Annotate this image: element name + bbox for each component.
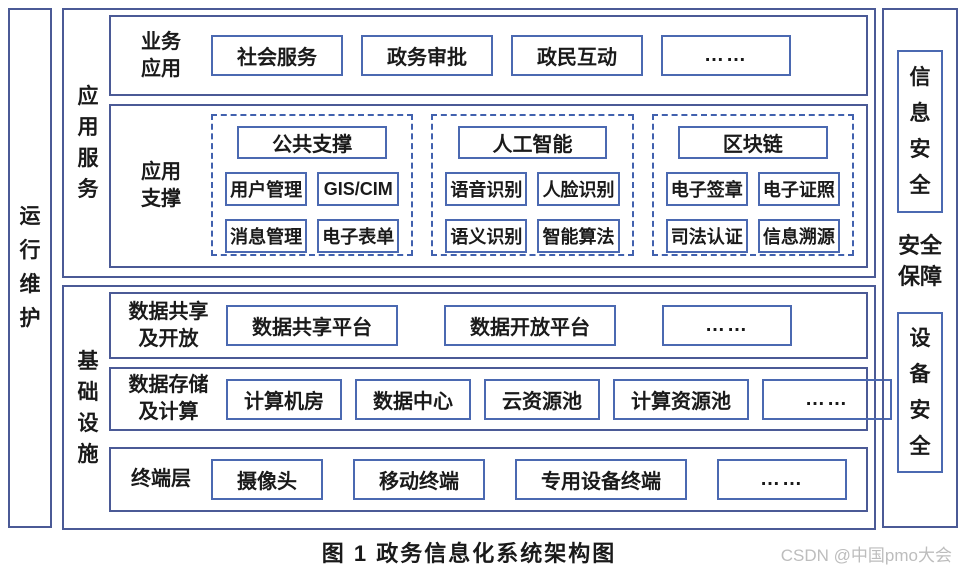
business-app-item: 政民互动 bbox=[511, 35, 643, 76]
device-security-label: 设备安全 bbox=[909, 326, 931, 458]
group-blockchain: 区块链 电子签章 电子证照 司法认证 信息溯源 bbox=[651, 114, 854, 256]
row-terminal-layer: 终端层 摄像头 移动终端 专用设备终端 …… bbox=[109, 447, 868, 512]
app-services-label-wrap: 应用服务 bbox=[66, 10, 110, 276]
group-ai: 人工智能 语音识别 人脸识别 语义识别 智能算法 bbox=[431, 114, 634, 256]
group-title: 公共支撑 bbox=[237, 126, 387, 159]
capability-item: 用户管理 bbox=[225, 172, 308, 206]
information-security-label: 信息安全 bbox=[909, 65, 931, 197]
group-grid: 用户管理 GIS/CIM 消息管理 电子表单 bbox=[221, 172, 403, 253]
data-sharing-label: 数据共享 及开放 bbox=[128, 300, 209, 350]
business-app-item: 社会服务 bbox=[211, 35, 343, 76]
app-services-label: 应用服务 bbox=[77, 85, 99, 201]
infra-item: 专用设备终端 bbox=[515, 459, 687, 500]
ellipsis-item: …… bbox=[661, 35, 791, 76]
row-data-storage: 数据存储 及计算 计算机房 数据中心 云资源池 计算资源池 …… bbox=[109, 367, 892, 431]
terminal-layer-label: 终端层 bbox=[131, 468, 191, 490]
capability-item: 电子表单 bbox=[317, 219, 400, 253]
capability-item: 智能算法 bbox=[537, 219, 620, 253]
app-support-groups: 公共支撑 用户管理 GIS/CIM 消息管理 电子表单 人工智能 语音识别 人脸… bbox=[211, 114, 854, 256]
infra-item: 移动终端 bbox=[353, 459, 485, 500]
infra-item: 摄像头 bbox=[211, 459, 323, 500]
app-support-label: 应用 支撑 bbox=[141, 161, 181, 210]
security-assurance-label: 安全 保障 bbox=[897, 233, 942, 289]
capability-item: GIS/CIM bbox=[317, 172, 400, 206]
business-apps-label: 业务 应用 bbox=[141, 30, 181, 80]
data-storage-items: 计算机房 数据中心 云资源池 计算资源池 …… bbox=[226, 378, 892, 420]
csdn-watermark: CSDN @中国pmo大会 bbox=[780, 546, 952, 565]
group-title: 区块链 bbox=[678, 126, 828, 159]
group-grid: 语音识别 人脸识别 语义识别 智能算法 bbox=[441, 172, 623, 253]
row-app-support: 应用 支撑 公共支撑 用户管理 GIS/CIM 消息管理 电子表单 人工智能 语… bbox=[109, 104, 868, 268]
capability-item: 司法认证 bbox=[665, 219, 748, 253]
infra-item: 计算机房 bbox=[226, 378, 342, 420]
security-assurance-bar: 信息安全 安全 保障 设备安全 bbox=[882, 8, 958, 528]
capability-item: 语音识别 bbox=[445, 172, 528, 206]
capability-item: 消息管理 bbox=[225, 219, 308, 253]
ops-maintenance-bar: 运行维护 bbox=[8, 8, 52, 528]
row-data-sharing: 数据共享 及开放 数据共享平台 数据开放平台 …… bbox=[109, 292, 868, 359]
group-grid: 电子签章 电子证照 司法认证 信息溯源 bbox=[662, 172, 844, 253]
capability-item: 语义识别 bbox=[445, 219, 528, 253]
infra-item: 数据开放平台 bbox=[444, 305, 616, 346]
business-app-item: 政务审批 bbox=[361, 35, 493, 76]
infra-item: 云资源池 bbox=[484, 378, 600, 420]
infra-item: 数据中心 bbox=[355, 378, 471, 420]
capability-item: 信息溯源 bbox=[757, 219, 840, 253]
infra-item: 数据共享平台 bbox=[226, 305, 398, 346]
section-app-services: 应用服务 业务 应用 社会服务 政务审批 政民互动 …… 应用 支撑 公共支撑 … bbox=[62, 8, 876, 278]
section-infrastructure: 基础设施 数据共享 及开放 数据共享平台 数据开放平台 …… 数据存储 及计算 … bbox=[62, 285, 892, 530]
data-sharing-items: 数据共享平台 数据开放平台 …… bbox=[226, 305, 866, 346]
data-storage-label: 数据存储 及计算 bbox=[128, 374, 209, 423]
information-security-box: 信息安全 bbox=[897, 50, 943, 213]
capability-item: 人脸识别 bbox=[537, 172, 620, 206]
ellipsis-item: …… bbox=[662, 305, 792, 346]
infrastructure-label: 基础设施 bbox=[77, 349, 99, 466]
group-common-support: 公共支撑 用户管理 GIS/CIM 消息管理 电子表单 bbox=[211, 114, 414, 256]
device-security-box: 设备安全 bbox=[897, 312, 943, 473]
ellipsis-item: …… bbox=[762, 378, 892, 420]
ellipsis-item: …… bbox=[717, 459, 847, 500]
ops-maintenance-label: 运行维护 bbox=[19, 205, 41, 330]
infra-item: 计算资源池 bbox=[613, 378, 749, 420]
group-title: 人工智能 bbox=[457, 126, 608, 159]
business-apps-items: 社会服务 政务审批 政民互动 …… bbox=[211, 35, 866, 76]
capability-item: 电子签章 bbox=[665, 172, 748, 206]
terminal-items: 摄像头 移动终端 专用设备终端 …… bbox=[211, 459, 866, 500]
infrastructure-label-wrap: 基础设施 bbox=[66, 287, 110, 528]
figure-caption: 图 1 政务信息化系统架构图 bbox=[321, 541, 617, 566]
capability-item: 电子证照 bbox=[757, 172, 840, 206]
row-business-apps: 业务 应用 社会服务 政务审批 政民互动 …… bbox=[109, 15, 868, 96]
